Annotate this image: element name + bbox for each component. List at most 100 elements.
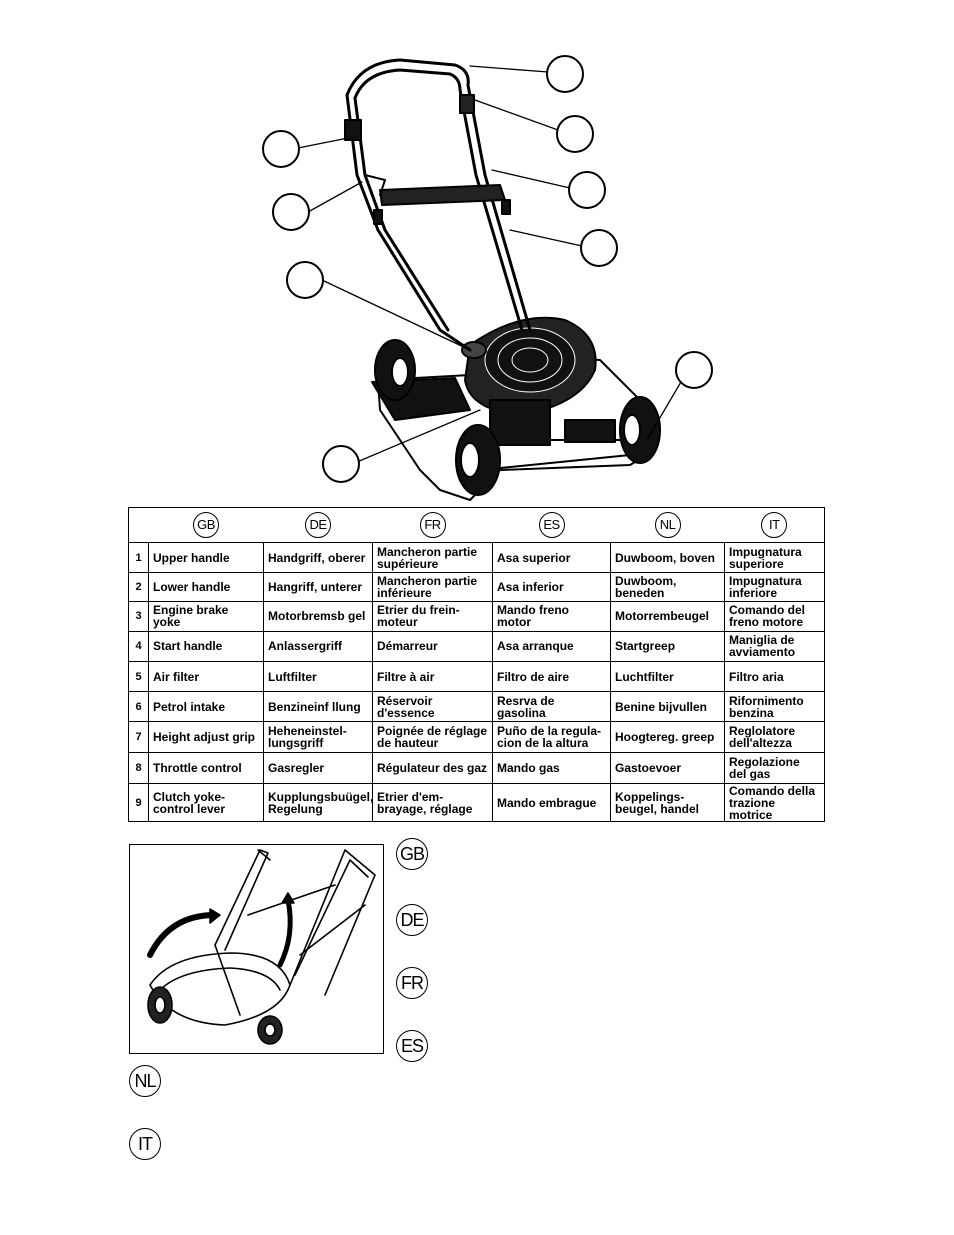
cell-gb: Throttle control	[148, 752, 264, 785]
cell-de: Luftfilter	[263, 660, 373, 693]
cell-nl: Duwboom, boven	[610, 542, 725, 573]
callout-circle	[546, 55, 584, 93]
lang-circle-fr: FR	[396, 967, 428, 999]
cell-fr: Mancheron partie supérieure	[372, 542, 493, 573]
row-number: 3	[128, 601, 149, 632]
row-number: 4	[128, 630, 149, 662]
cell-fr: Mancheron partie inférieure	[372, 571, 493, 603]
cell-es: Puño de la regula-cion de la altura	[492, 720, 611, 754]
cell-es: Asa superior	[492, 542, 611, 573]
cell-de: Motorbremsb gel	[263, 601, 373, 632]
header-lang-cell: GB	[148, 506, 264, 544]
callout-circle	[262, 130, 300, 168]
callout-circle	[556, 115, 594, 153]
callout-circle	[568, 171, 606, 209]
cell-gb: Petrol intake	[148, 691, 264, 722]
cell-fr: Démarreur	[372, 630, 493, 662]
lang-circle-de: DE	[396, 904, 428, 936]
header-lang-cell: FR	[372, 506, 493, 544]
callout-circle	[272, 193, 310, 231]
row-number: 9	[128, 783, 149, 822]
lang-badge-fr: FR	[419, 512, 446, 539]
cell-it: Impugnatura superiore	[724, 542, 825, 573]
cell-es: Asa arranque	[492, 630, 611, 662]
cell-nl: Motorrembeugel	[610, 601, 725, 632]
cell-it: Maniglia de avviamento	[724, 630, 825, 662]
cell-de: Benzineinf llung	[263, 691, 373, 722]
cell-de: Heheneinstel-lungsgriff	[263, 720, 373, 754]
cell-es: Resrva de gasolina	[492, 691, 611, 722]
cell-it: Rifornimento benzina	[724, 691, 825, 722]
cell-gb: Height adjust grip	[148, 720, 264, 754]
cell-es: Asa inferior	[492, 571, 611, 603]
fold-drawing	[147, 849, 376, 1045]
cell-it: Impugnatura inferiore	[724, 571, 825, 603]
callout-circle	[322, 445, 360, 483]
lang-circle-nl: NL	[129, 1065, 161, 1097]
header-num-cell	[128, 506, 149, 544]
cell-es: Filtro de aire	[492, 660, 611, 693]
header-lang-cell: DE	[263, 506, 373, 544]
lang-badge-gb: GB	[193, 512, 219, 539]
cell-es: Mando gas	[492, 752, 611, 785]
cell-it: Reglolatore dell'altezza	[724, 720, 825, 754]
cell-de: Kupplungsbuügel, Regelung	[263, 783, 373, 822]
row-number: 1	[128, 542, 149, 573]
lang-circle-it: IT	[129, 1128, 161, 1160]
cell-gb: Engine brake yoke	[148, 601, 264, 632]
callout-circle	[286, 261, 324, 299]
cell-nl: Duwboom, beneden	[610, 571, 725, 603]
cell-it: Comando della trazione motrice	[724, 783, 825, 822]
cell-de: Hangriff, unterer	[263, 571, 373, 603]
cell-fr: Etrier d'em-brayage, réglage	[372, 783, 493, 822]
cell-nl: Gastoevoer	[610, 752, 725, 785]
row-number: 7	[128, 720, 149, 754]
table-header-row: GB DE FR ES NL IT	[128, 506, 825, 544]
lang-circle-es: ES	[396, 1030, 428, 1062]
mower-illustration	[262, 55, 713, 501]
lang-badge-nl: NL	[654, 512, 681, 539]
row-number: 6	[128, 691, 149, 722]
cell-gb: Clutch yoke-control lever	[148, 783, 264, 822]
cell-fr: Etrier du frein-moteur	[372, 601, 493, 632]
cell-gb: Upper handle	[148, 542, 264, 573]
cell-de: Gasregler	[263, 752, 373, 785]
cell-fr: Régulateur des gaz	[372, 752, 493, 785]
cell-it: Filtro aria	[724, 660, 825, 693]
callout-circle	[580, 229, 618, 267]
cell-es: Mando freno motor	[492, 601, 611, 632]
lang-badge-es: ES	[538, 512, 565, 539]
lang-badge-it: IT	[761, 512, 788, 539]
row-number: 5	[128, 660, 149, 693]
cell-es: Mando embrague	[492, 783, 611, 822]
cell-de: Handgriff, oberer	[263, 542, 373, 573]
cell-gb: Air filter	[148, 660, 264, 693]
callout-circle	[675, 351, 713, 389]
cell-fr: Réservoir d'essence	[372, 691, 493, 722]
cell-gb: Lower handle	[148, 571, 264, 603]
header-lang-cell: IT	[724, 506, 825, 544]
cell-de: Anlassergriff	[263, 630, 373, 662]
cell-it: Regolazione del gas	[724, 752, 825, 785]
row-number: 2	[128, 571, 149, 603]
header-lang-cell: ES	[492, 506, 611, 544]
cell-nl: Luchtfilter	[610, 660, 725, 693]
cell-nl: Startgreep	[610, 630, 725, 662]
cell-nl: Benine bijvullen	[610, 691, 725, 722]
cell-nl: Hoogtereg. greep	[610, 720, 725, 754]
lang-circle-gb: GB	[396, 838, 428, 870]
lang-badge-de: DE	[305, 512, 331, 539]
cell-fr: Poignée de réglage de hauteur	[372, 720, 493, 754]
header-lang-cell: NL	[610, 506, 725, 544]
cell-nl: Koppelings-beugel, handel	[610, 783, 725, 822]
handle-fold-illustration	[129, 844, 384, 1054]
